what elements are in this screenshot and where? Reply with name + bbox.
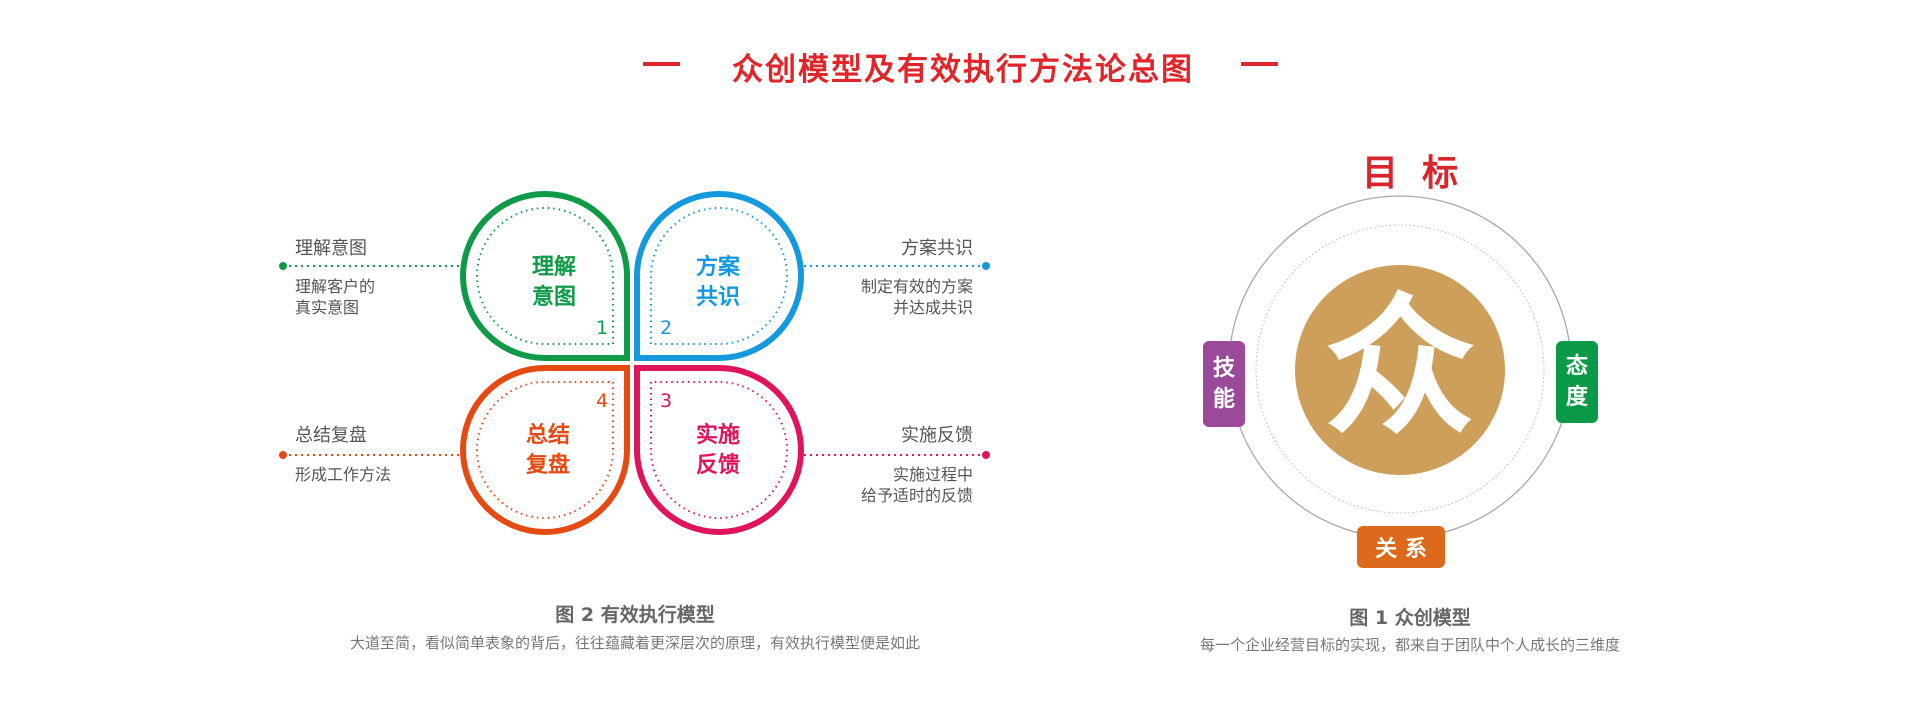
center-circle bbox=[1295, 265, 1505, 475]
figure2-caption-title: 图 2 有效执行模型 bbox=[555, 604, 715, 626]
petal-number-1: 1 bbox=[596, 317, 609, 339]
petal-number-3: 3 bbox=[660, 390, 673, 412]
page-header: 众创模型及有效执行方法论总图 bbox=[0, 40, 1920, 90]
side-desc-understand-intent: 理解客户的 真实意图 bbox=[295, 277, 376, 317]
side-desc-plan-consensus: 制定有效的方案 并达成共识 bbox=[860, 277, 973, 317]
figure1-caption-title: 图 1 众创模型 bbox=[1349, 607, 1471, 629]
title-dash-left bbox=[643, 62, 680, 66]
side-desc-implement-feedback: 实施过程中 给予适时的反馈 bbox=[860, 465, 973, 505]
figure1-caption-desc: 每一个企业经营目标的实现，都来自于团队中个人成长的三维度 bbox=[1199, 636, 1620, 654]
badge-attitude: 态 度 bbox=[1556, 341, 1598, 423]
center-character: 众 bbox=[1324, 279, 1475, 455]
petal-number-2: 2 bbox=[660, 317, 673, 339]
petal-label-implement-feedback: 实施 反馈 bbox=[695, 422, 740, 478]
connector-dot-1 bbox=[279, 262, 287, 270]
goal-label: 目标 bbox=[1362, 152, 1483, 194]
side-title-understand-intent: 理解意图 bbox=[295, 238, 367, 259]
side-title-plan-consensus: 方案共识 bbox=[901, 238, 973, 259]
side-title-implement-feedback: 实施反馈 bbox=[901, 425, 973, 446]
side-desc-summary-review: 形成工作方法 bbox=[295, 465, 392, 484]
connector-dot-3 bbox=[982, 451, 990, 459]
side-title-summary-review: 总结复盘 bbox=[295, 425, 367, 446]
petal-number-4: 4 bbox=[596, 390, 609, 412]
badge-relation: 关 系 bbox=[1357, 526, 1445, 568]
connector-dot-2 bbox=[982, 262, 990, 270]
petal-label-plan-consensus: 方案 共识 bbox=[695, 254, 740, 310]
badge-skill: 技 能 bbox=[1203, 341, 1245, 427]
figure2-caption-desc: 大道至简，看似简单表象的背后，往往蕴藏着更深层次的原理，有效执行模型便是如此 bbox=[349, 634, 920, 652]
petal-label-summary-review: 总结 复盘 bbox=[525, 422, 570, 478]
connector-dot-4 bbox=[279, 451, 287, 459]
page-title: 众创模型及有效执行方法论总图 bbox=[732, 52, 1194, 88]
title-dash-right bbox=[1241, 62, 1278, 66]
petal-label-understand-intent: 理解 意图 bbox=[531, 254, 576, 310]
dotted-ring bbox=[1255, 224, 1545, 514]
